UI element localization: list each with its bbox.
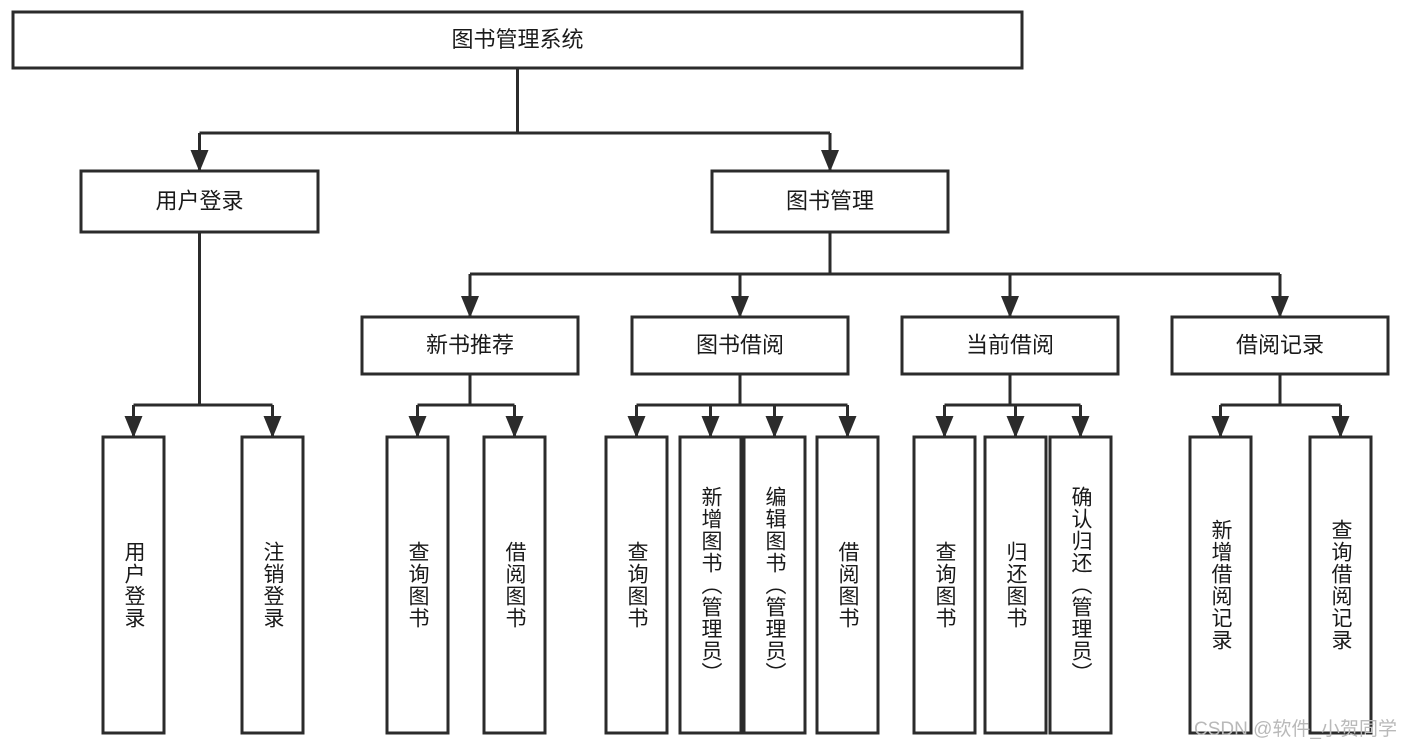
level2-node-book-manage[interactable] (710, 169, 950, 234)
arrow-head-icon (124, 416, 143, 438)
arrow-head-icon (1001, 296, 1019, 318)
leaf-node-leaf-confirm-return[interactable] (1048, 435, 1113, 735)
arrow-head-icon (1071, 416, 1090, 438)
leaf-node-leaf-add-record[interactable] (1188, 435, 1253, 735)
arrow-head-icon (935, 416, 954, 438)
level3-node-new-book-rec[interactable] (360, 315, 580, 376)
node-label-current-borrow: 当前借阅 (966, 332, 1054, 357)
arrow-head-icon (1271, 296, 1289, 318)
node-label-book-borrow: 图书借阅 (696, 332, 784, 357)
root-node-root[interactable] (11, 10, 1024, 70)
leaf-node-leaf-borrow-book-2[interactable] (815, 435, 880, 735)
csdn-watermark: CSDN @软件_小贺同学 (1194, 719, 1397, 740)
node-label-borrow-record: 借阅记录 (1236, 332, 1324, 357)
arrow-head-icon (461, 296, 479, 318)
arrow-head-icon (838, 416, 857, 438)
arrow-head-icon (765, 416, 784, 438)
leaf-node-leaf-query-record[interactable] (1308, 435, 1373, 735)
arrow-head-icon (627, 416, 646, 438)
box-layer (11, 10, 1390, 735)
arrow-head-icon (821, 150, 839, 172)
node-label-root: 图书管理系统 (451, 27, 583, 52)
leaf-node-leaf-return-book[interactable] (983, 435, 1048, 735)
level3-node-book-borrow[interactable] (630, 315, 850, 376)
leaf-node-leaf-borrow-book-1[interactable] (482, 435, 547, 735)
arrow-head-icon (1006, 416, 1025, 438)
level3-node-current-borrow[interactable] (900, 315, 1120, 376)
arrow-head-icon (408, 416, 427, 438)
leaf-node-leaf-query-book-1[interactable] (385, 435, 450, 735)
leaf-node-leaf-query-book-2[interactable] (604, 435, 669, 735)
connector-layer (124, 68, 1350, 438)
arrow-head-icon (190, 150, 209, 172)
leaf-node-leaf-edit-book[interactable] (742, 435, 807, 735)
node-label-new-book-rec: 新书推荐 (426, 332, 514, 357)
leaf-node-leaf-query-book-3[interactable] (912, 435, 977, 735)
node-label-book-manage: 图书管理 (786, 188, 874, 213)
leaf-node-leaf-user-login[interactable] (101, 435, 166, 735)
arrow-head-icon (701, 416, 720, 438)
arrow-head-icon (505, 416, 524, 438)
arrow-head-icon (731, 296, 749, 318)
level3-node-borrow-record[interactable] (1170, 315, 1390, 376)
arrow-head-icon (1331, 416, 1350, 438)
level2-node-user-login[interactable] (79, 169, 320, 234)
node-label-user-login: 用户登录 (155, 188, 243, 213)
arrow-head-icon (1211, 416, 1230, 438)
arrow-head-icon (263, 416, 282, 438)
leaf-node-leaf-logout[interactable] (240, 435, 305, 735)
leaf-node-leaf-add-book[interactable] (678, 435, 743, 735)
